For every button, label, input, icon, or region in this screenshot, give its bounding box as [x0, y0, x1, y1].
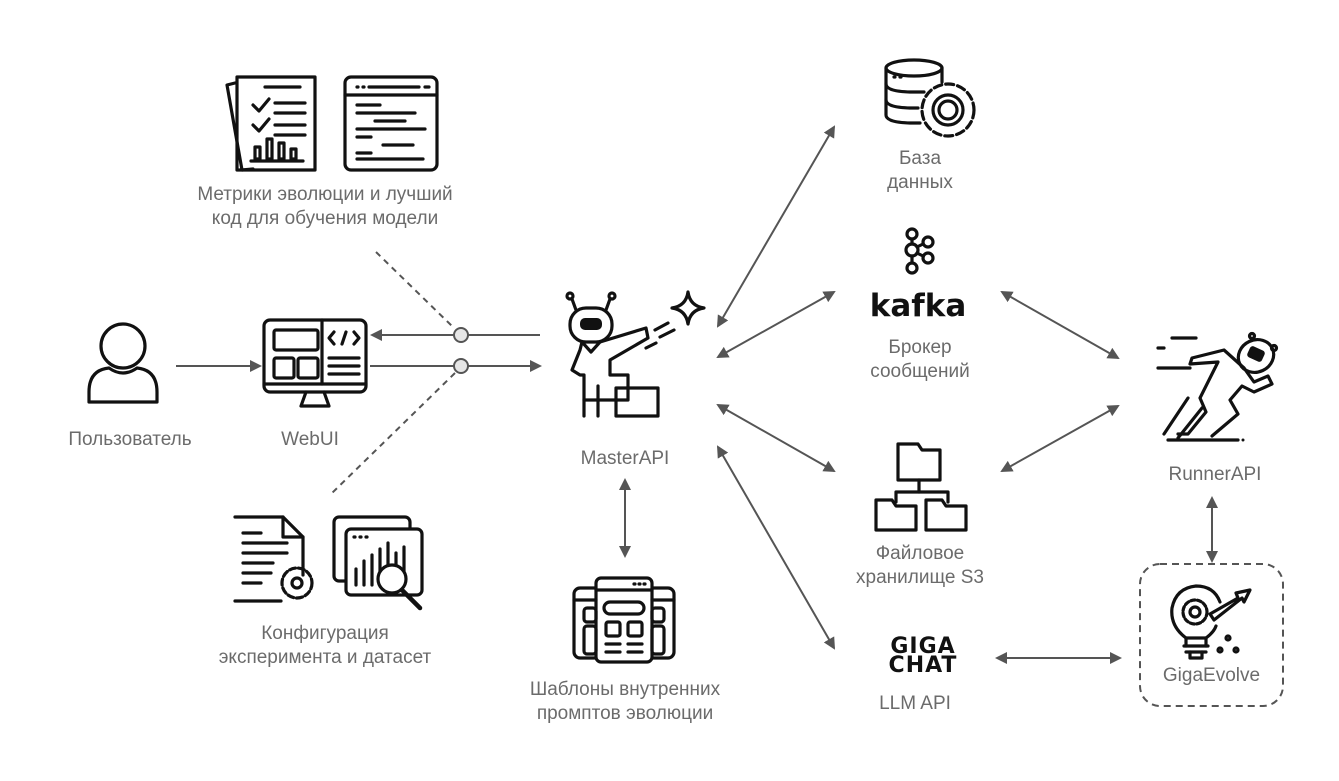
node-label-webui: WebUI [281, 429, 339, 450]
lightbulb-gear-arrow-icon [1170, 584, 1252, 660]
junction-config [453, 358, 469, 374]
node-label-user: Пользователь [68, 429, 192, 450]
kafka-wordmark: kafka [869, 288, 967, 324]
node-label-s3: Файловое хранилище S3 [856, 543, 984, 588]
gigaevolve-container[interactable] [1139, 563, 1284, 707]
edge-s3-runnerapi[interactable] [1000, 405, 1120, 472]
edges [176, 125, 1218, 664]
robot-pointing-star-icon [565, 290, 706, 418]
folder-tree-icon [874, 442, 968, 532]
dataset-analysis-icon [332, 515, 424, 611]
edge-masterapi-llm[interactable] [717, 445, 835, 650]
dashed-config-link [329, 372, 456, 496]
node-label-config: Конфигурация эксперимента и датасет [218, 623, 432, 668]
report-checklist-icon [225, 75, 317, 172]
kafka-logo-icon [904, 227, 935, 275]
edge-kafka-runnerapi[interactable] [1000, 291, 1120, 359]
monitor-code-icon [262, 318, 368, 408]
node-label-database: База данных [887, 148, 953, 193]
robot-running-icon [1156, 331, 1279, 442]
user-icon [87, 322, 159, 404]
node-label-kafka: Брокер сообщений [870, 337, 970, 382]
node-label-metrics: Метрики эволюции и лучший код для обучен… [197, 184, 453, 229]
edge-masterapi-kafka[interactable] [716, 291, 836, 358]
gigachat-logo-icon: GIGA CHAT [866, 634, 980, 678]
edge-masterapi-s3[interactable] [716, 404, 836, 472]
node-label-llm: LLM API [879, 693, 951, 714]
gigachat-wordmark-line-2: CHAT [888, 653, 958, 678]
templates-windows-icon [572, 576, 676, 664]
code-window-icon [343, 75, 439, 172]
node-label-templates: Шаблоны внутренних промптов эволюции [529, 679, 721, 724]
gigachat-wordmark-line-1: GIGA [890, 634, 956, 659]
node-label-runnerapi: RunnerAPI [1168, 464, 1262, 485]
edge-masterapi-database[interactable] [716, 125, 836, 328]
node-label-gigaevolve: GigaEvolve [1162, 665, 1261, 686]
config-document-gear-icon [233, 515, 314, 603]
database-gear-icon [884, 58, 976, 138]
junction-metrics [453, 327, 469, 343]
node-label-masterapi: MasterAPI [580, 448, 670, 469]
dashed-metrics-link [375, 251, 455, 329]
